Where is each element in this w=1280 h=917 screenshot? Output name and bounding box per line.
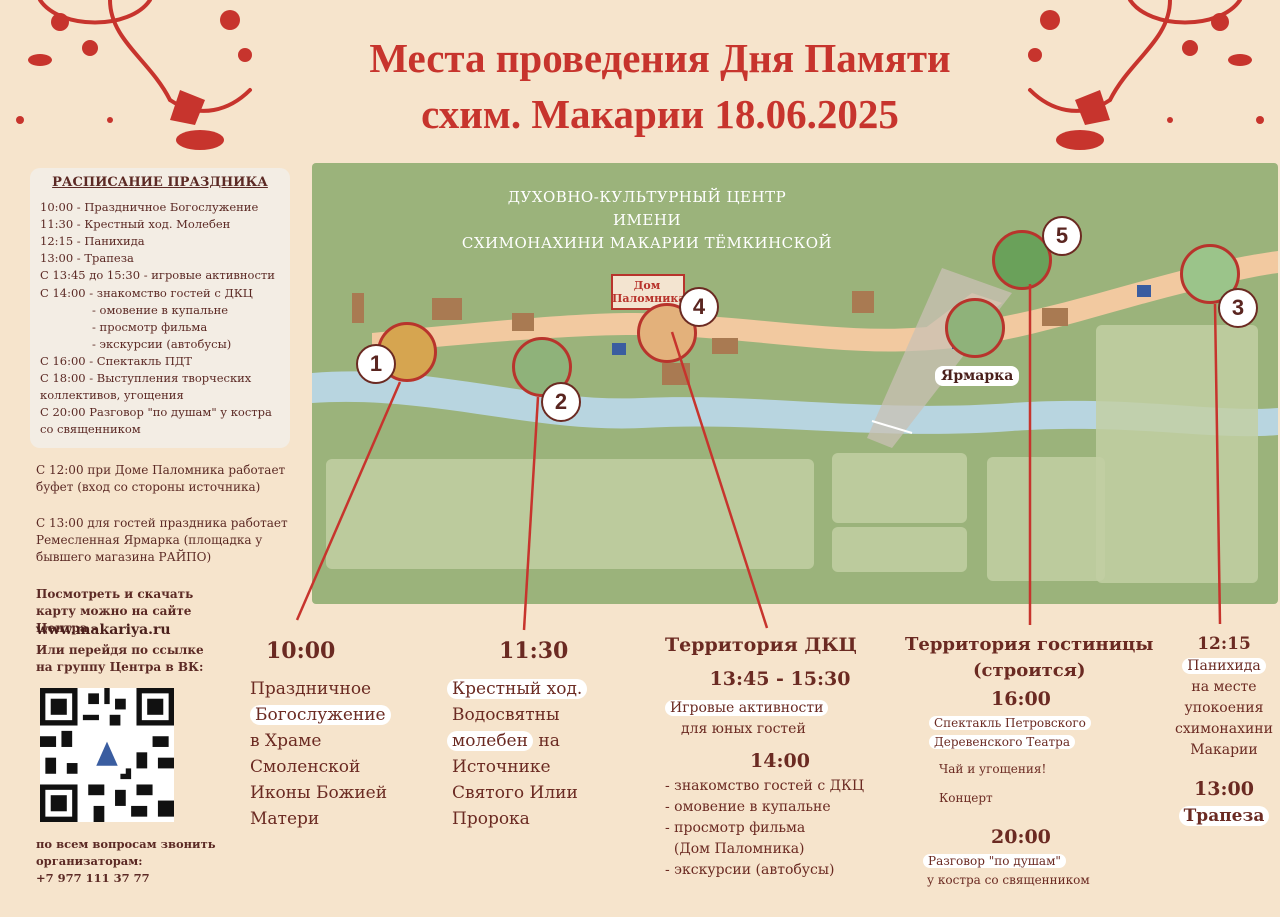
location-5-tea: Чай и угощения!	[939, 762, 1047, 776]
location-2-info: 11:30 Крестный ход. Водосвятны молебен н…	[447, 638, 617, 832]
marker-image-fair[interactable]	[945, 298, 1005, 358]
location-5-time-2: 20:00	[991, 826, 1051, 848]
marker-number-1[interactable]: 1	[356, 344, 396, 384]
location-3-line: упокоения	[1184, 700, 1264, 716]
location-4-time-1: 13:45 - 15:30	[709, 668, 851, 690]
location-3-line: схимонахини	[1175, 721, 1273, 737]
vk-note: Или перейдя по ссылке на группу Центра в…	[36, 643, 204, 674]
schedule-line: С 13:45 до 15:30 - игровые активности	[40, 268, 275, 283]
location-1-line: Смоленской	[250, 757, 361, 777]
location-2-line: Водосвятны	[452, 705, 560, 725]
location-3-line: Панихида	[1182, 658, 1266, 674]
location-2-line: Пророка	[452, 809, 530, 829]
phone-number: +7 977 111 37 77	[36, 871, 150, 885]
location-5-talk: у костра со священником	[927, 873, 1090, 887]
location-3-meal: Трапеза	[1178, 806, 1270, 826]
location-2-line: Святого Илии	[452, 783, 578, 803]
location-3-line: на месте	[1191, 679, 1257, 695]
site-link[interactable]: www.makariya.ru	[36, 622, 171, 638]
location-3-info: 12:15 Панихида на месте упокоения схимон…	[1168, 632, 1280, 829]
location-1-line: Праздничное	[250, 679, 372, 699]
location-2-line: Крестный ход.	[447, 679, 588, 699]
map-title-line-3: СХИМОНАХИНИ МАКАРИИ ТЁМКИНСКОЙ	[461, 234, 833, 252]
map-title-line-1: ДУХОВНО-КУЛЬТУРНЫЙ ЦЕНТР	[507, 188, 787, 206]
title-line-2: схим. Макарии 18.06.2025	[421, 91, 899, 137]
location-1-line: Иконы Божией	[250, 783, 388, 803]
location-5-play: Деревенского Театра	[929, 735, 1076, 749]
schedule-sub-line: - просмотр фильма	[92, 319, 208, 334]
location-3-line: Макарии	[1190, 742, 1258, 758]
schedule-line: 12:15 - Панихида	[40, 234, 145, 249]
location-4-title: Территория ДКЦ	[665, 634, 857, 656]
location-2-time: 11:30	[499, 638, 569, 664]
location-5-time-1: 16:00	[991, 688, 1051, 710]
schedule-sub-line: - экскурсии (автобусы)	[92, 336, 232, 351]
location-1-time: 10:00	[266, 638, 336, 664]
location-4-item: - омовение в купальне	[665, 799, 831, 815]
map-info-note: Посмотреть и скачать карту можно на сайт…	[36, 587, 194, 635]
location-4-time-2: 14:00	[750, 750, 810, 772]
location-5-talk: Разговор "по душам"	[923, 854, 1066, 868]
location-4-item: (Дом Паломника)	[665, 841, 805, 857]
schedule-line: 10:00 - Праздничное Богослужение	[40, 200, 259, 215]
location-4-item: - экскурсии (автобусы)	[665, 862, 835, 878]
map-title: ДУХОВНО-КУЛЬТУРНЫЙ ЦЕНТР ИМЕНИ СХИМОНАХИ…	[312, 186, 982, 255]
marker-number-5[interactable]: 5	[1042, 216, 1082, 256]
fair-map-label: Ярмарка	[935, 366, 1020, 386]
floral-ornament-right-icon	[1028, 0, 1264, 150]
location-1-line: Матери	[250, 809, 320, 829]
location-3-time-2: 13:00	[1194, 778, 1254, 800]
floral-ornament-left-icon	[16, 0, 252, 150]
location-4-item: - знакомство гостей с ДКЦ	[665, 778, 865, 794]
title-line-1: Места проведения Дня Памяти	[369, 35, 951, 81]
map-title-line-2: ИМЕНИ	[612, 211, 682, 229]
pilgrim-house-label: Дом Паломника	[612, 279, 686, 305]
marker-number-3[interactable]: 3	[1218, 288, 1258, 328]
schedule-line: С 16:00 - Спектакль ПДТ	[40, 353, 192, 368]
page-title: Места проведения Дня Памяти схим. Макари…	[250, 30, 1070, 142]
schedule-sub-line: - омовение в купальне	[92, 302, 229, 317]
location-4-activity: для юных гостей	[681, 721, 806, 737]
contact-note: по всем вопросам звонить организаторам:	[36, 837, 216, 868]
schedule-line: С 20:00 Разговор "по душам" у костра со …	[40, 405, 272, 437]
location-4-info: Территория ДКЦ 13:45 - 15:30 Игровые акт…	[665, 632, 895, 881]
location-2-line: молебен	[447, 731, 533, 751]
schedule-line: С 14:00 - знакомство гостей с ДКЦ	[40, 285, 253, 300]
location-1-line: в Храме	[250, 731, 322, 751]
marker-number-2[interactable]: 2	[541, 382, 581, 422]
location-1-line: Богослужение	[250, 705, 391, 725]
buffet-note: С 12:00 при Доме Паломника работает буфе…	[36, 463, 286, 494]
schedule-line: С 18:00 - Выступления творческих коллект…	[40, 371, 252, 403]
schedule-line: 11:30 - Крестный ход. Молебен	[40, 217, 231, 232]
marker-number-4[interactable]: 4	[679, 287, 719, 327]
location-1-info: 10:00 Праздничное Богослужение в Храме С…	[250, 638, 420, 832]
location-5-concert: Концерт	[939, 791, 993, 805]
location-2-line: Источнике	[452, 757, 551, 777]
schedule-box: РАСПИСАНИЕ ПРАЗДНИКА 10:00 - Праздничное…	[30, 168, 290, 448]
location-5-title: Территория гостиницы	[905, 634, 1154, 655]
schedule-title: РАСПИСАНИЕ ПРАЗДНИКА	[52, 175, 268, 190]
fair-note: С 13:00 для гостей праздника работает Ре…	[36, 516, 288, 564]
location-5-subtitle: (строится)	[973, 660, 1086, 681]
location-4-item: - просмотр фильма	[665, 820, 806, 836]
location-3-time-1: 12:15	[1197, 634, 1251, 654]
location-4-activity: Игровые активности	[665, 700, 829, 716]
qr-code-icon[interactable]	[40, 688, 174, 822]
schedule-line: 13:00 - Трапеза	[40, 251, 134, 266]
location-5-play: Спектакль Петровского	[929, 716, 1091, 730]
location-2-line: на	[538, 731, 560, 751]
location-5-info: Территория гостиницы (строится) 16:00 Сп…	[905, 632, 1155, 890]
